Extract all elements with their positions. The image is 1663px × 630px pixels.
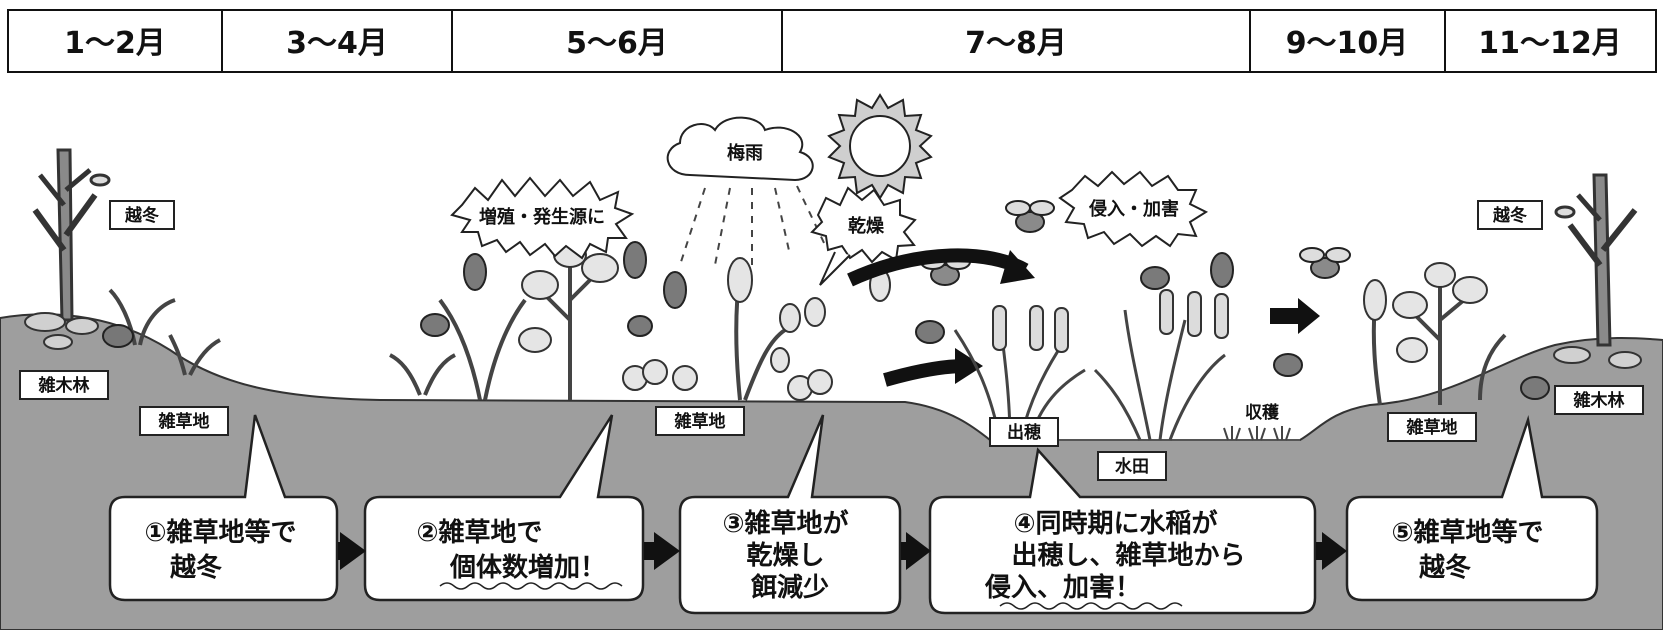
label-zoukibayashi-left: 雑木林 (19, 370, 109, 400)
weeds-5-6-icon (389, 260, 787, 401)
month-9-10: 9～10月 (1286, 26, 1409, 61)
leaf-icon (1363, 262, 1488, 363)
label-zassouchi-1: 雑草地 (139, 406, 229, 436)
svg-text:水田: 水田 (1115, 456, 1149, 477)
rain-cloud-icon (666, 116, 826, 266)
step-5-text: ⑤雑草地等で 越冬 (1391, 517, 1552, 583)
label-etto-right: 越冬 (1477, 200, 1543, 230)
step-1-text: ①雑草地等で 越冬 (144, 517, 305, 583)
label-zassouchi-3: 雑草地 (1387, 412, 1477, 442)
svg-text:雑草地: 雑草地 (674, 411, 726, 432)
leaf-icon (518, 242, 891, 401)
label-shukaku: 収穫 (1245, 403, 1280, 423)
bubble-kansou-text: 乾燥 (848, 215, 885, 237)
bubble-shinnyu: 侵入・加害 (1058, 170, 1209, 248)
step-3: ③雑草地が 乾燥し 餌減少 (678, 414, 902, 615)
rice-ear-icon (992, 289, 1229, 353)
bubble-tsuyu-text: 梅雨 (727, 142, 763, 164)
bug-icon (420, 241, 945, 344)
svg-text:越冬: 越冬 (1492, 205, 1527, 226)
bubble-kansou: 乾燥 (810, 186, 917, 286)
svg-text:雑木林: 雑木林 (38, 375, 90, 396)
label-shussui: 出穂 (989, 417, 1059, 447)
month-header: 1～2月 3～4月 5～6月 7～8月 9～10月 11～12月 (7, 9, 1657, 73)
invasion-arrow-icon (847, 248, 1320, 387)
step-1: ①雑草地等で 越冬 (108, 414, 339, 602)
month-header-frame (7, 9, 1657, 73)
svg-text:出穂: 出穂 (1007, 422, 1041, 443)
svg-text:雑草地: 雑草地 (158, 411, 210, 432)
svg-text:雑草地: 雑草地 (1406, 417, 1458, 438)
bubble-shinnyu-text: 侵入・加害 (1088, 198, 1179, 220)
month-5-6: 5～6月 (566, 26, 668, 61)
leaf-litter-icon (24, 312, 99, 350)
bug-icon (102, 324, 134, 348)
step-3-text: ③雑草地が 乾燥し 餌減少 (722, 508, 857, 603)
label-zoukibayashi-right: 雑木林 (1554, 385, 1644, 415)
step-arrow-icon (338, 532, 1347, 570)
month-11-12: 11～12月 (1478, 26, 1622, 61)
leaf-litter-icon (1553, 346, 1642, 369)
bug-icon (1140, 252, 1550, 400)
tree-left-icon (32, 148, 111, 322)
bubble-zoushoku: 増殖・発生源に (450, 176, 635, 260)
month-7-8: 7～8月 (965, 26, 1067, 61)
svg-text:雑木林: 雑木林 (1573, 390, 1625, 411)
step-5: ⑤雑草地等で 越冬 (1345, 415, 1599, 602)
stubble-icon (1223, 426, 1291, 441)
label-suiden: 水田 (1097, 451, 1167, 481)
sun-icon (827, 93, 933, 200)
month-3-4: 3～4月 (286, 26, 388, 61)
step-4: ④同時期に水稲が 出穂し、雑草地から 侵入、加害！ (928, 447, 1317, 615)
svg-text:越冬: 越冬 (124, 205, 159, 226)
step-4-text: ④同時期に水稲が 出穂し、雑草地から 侵入、加害！ (984, 508, 1255, 603)
grass-left-icon (108, 288, 221, 376)
label-zassouchi-2: 雑草地 (655, 406, 745, 436)
step-2: ②雑草地で 個体数増加！ (363, 414, 645, 602)
label-etto-left: 越冬 (109, 200, 175, 230)
tree-right-icon (1554, 173, 1638, 347)
month-1-2: 1～2月 (64, 26, 166, 61)
step-2-text: ②雑草地で 個体数増加！ (416, 517, 606, 583)
bubble-zoushoku-text: 増殖・発生源に (479, 206, 605, 228)
